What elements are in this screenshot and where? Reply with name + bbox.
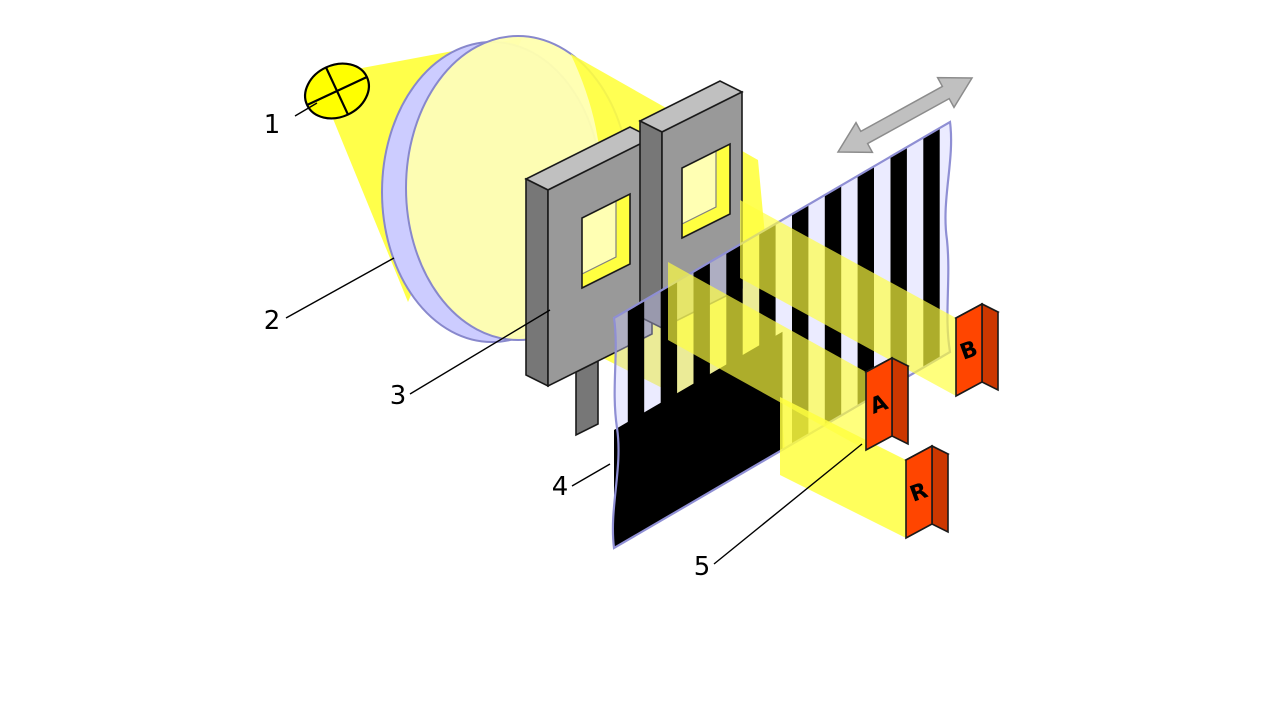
label-1: 1	[264, 110, 281, 140]
mask-window-a-frame	[581, 192, 631, 290]
detector-r: R	[904, 444, 950, 540]
detector-b-side-face	[981, 302, 999, 392]
mask-left-side-face	[525, 177, 549, 388]
leader-line-2	[285, 257, 395, 319]
detector-a: A	[864, 356, 910, 452]
detector-a-side-face	[891, 356, 909, 446]
beam-a	[668, 262, 866, 450]
part-labels: 1 2 3 4 5	[264, 102, 863, 582]
leader-line-5	[713, 443, 863, 565]
mask-window-b-frame	[681, 142, 731, 240]
mask-window-a	[581, 192, 631, 290]
leader-line-4	[571, 463, 611, 487]
detector-r-front-face	[905, 444, 933, 540]
detector-b-front-face	[955, 302, 983, 398]
motion-arrow-icon	[836, 76, 974, 154]
film-reference-band	[614, 331, 783, 548]
leader-line-1	[294, 102, 318, 117]
label-4: 4	[552, 472, 569, 502]
label-5: 5	[694, 552, 711, 582]
mask-window-a-back	[582, 194, 617, 282]
label-2: 2	[264, 306, 281, 336]
detector-a-front-face	[865, 356, 893, 452]
detector-b: B	[954, 302, 1000, 398]
lamp-cross-line-v	[325, 66, 349, 116]
scanning-mask	[524, 80, 744, 437]
mask-window-b	[681, 142, 731, 240]
light-source	[304, 62, 370, 120]
leader-line-3	[409, 309, 551, 395]
mask-post	[575, 359, 599, 437]
beam-b	[740, 200, 956, 396]
beam-r	[780, 397, 906, 538]
detector-r-side-face	[931, 444, 949, 534]
mask-window-b-back	[682, 144, 717, 232]
label-3: 3	[390, 381, 407, 411]
